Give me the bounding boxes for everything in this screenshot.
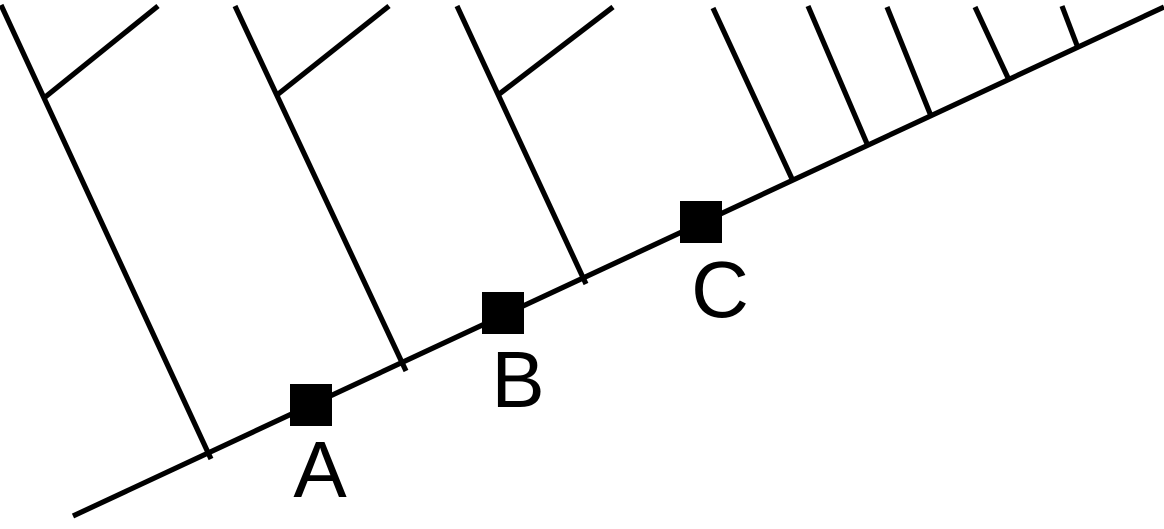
node-label-B: B (491, 335, 544, 424)
node-marker-C (680, 201, 722, 243)
node-marker-B (482, 292, 524, 334)
main-axis-line (71, 4, 1164, 519)
left-branch-3-arm (496, 4, 615, 98)
right-branch-3 (884, 6, 934, 117)
left-branch-2-stem (232, 4, 409, 373)
node-marker-A (290, 384, 332, 426)
left-branch-3-stem (454, 4, 589, 286)
left-branch-1-arm (42, 3, 160, 101)
right-branch-1 (710, 6, 796, 183)
right-branch-4 (972, 5, 1012, 82)
right-branch-5 (1059, 5, 1081, 49)
node-label-C: C (691, 245, 749, 334)
node-label-A: A (293, 425, 347, 514)
right-branch-2 (805, 4, 871, 148)
left-branch-2-arm (275, 3, 391, 98)
left-branch-1-stem (0, 3, 214, 461)
